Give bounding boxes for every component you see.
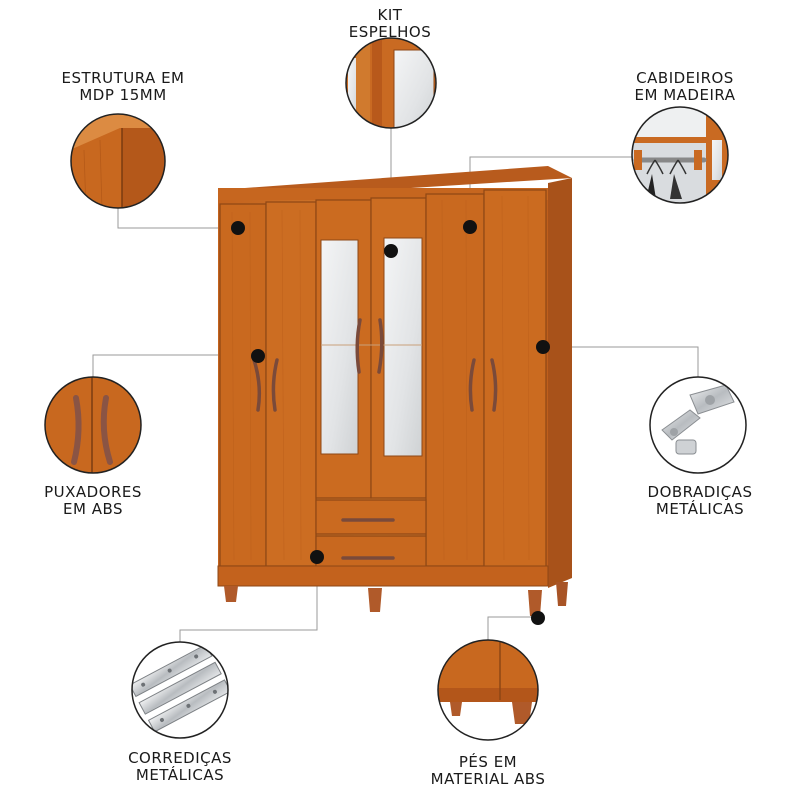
leader-line-estrutura [117, 208, 238, 229]
leader-line-corredicas [179, 558, 318, 642]
label-dobradicas-line1: DOBRADIÇAS [647, 483, 753, 501]
label-puxadores-line1: PUXADORES [44, 483, 142, 501]
furniture-foot-icon [437, 639, 539, 741]
mirror-detail-icon [345, 37, 437, 129]
hinge-icon [649, 376, 747, 474]
marker-dot-puxadores [251, 349, 265, 363]
marker-dot-cabideiros [463, 220, 477, 234]
leader-line-pes [487, 616, 538, 640]
label-puxadores: PUXADORES EM ABS [38, 484, 148, 518]
marker-dots [231, 220, 550, 625]
label-pes: PÉS EM MATERIAL ABS [418, 754, 558, 788]
label-kit-espelhos-line1: KIT [377, 6, 403, 24]
label-kit-espelhos-line2: ESPELHOS [348, 23, 432, 41]
label-puxadores-line2: EM ABS [63, 500, 123, 518]
label-pes-line2: MATERIAL ABS [430, 770, 546, 788]
label-corredicas: CORREDIÇAS METÁLICAS [120, 750, 240, 784]
label-estrutura-line1: ESTRUTURA EM [61, 69, 185, 87]
marker-dot-pes [531, 611, 545, 625]
clothes-rail-icon [631, 106, 729, 204]
label-estrutura: ESTRUTURA EM MDP 15MM [58, 70, 188, 104]
marker-dot-dobradicas [536, 340, 550, 354]
label-dobradicas-line2: METÁLICAS [655, 500, 745, 518]
leader-line-puxadores [92, 354, 258, 377]
label-dobradicas: DOBRADIÇAS METÁLICAS [640, 484, 760, 518]
label-cabideiros: CABIDEIROS EM MADEIRA [620, 70, 750, 104]
label-cabideiros-line2: EM MADEIRA [634, 86, 736, 104]
leader-line-dobradicas [543, 346, 699, 377]
drawer-slide-icon [131, 641, 229, 739]
marker-dot-corredicas [310, 550, 324, 564]
leader-lines [92, 128, 699, 642]
label-corredicas-line1: CORREDIÇAS [128, 749, 232, 767]
label-cabideiros-line1: CABIDEIROS [636, 69, 734, 87]
marker-dot-estrutura [231, 221, 245, 235]
label-estrutura-line2: MDP 15MM [79, 86, 167, 104]
wardrobe [217, 166, 572, 616]
marker-dot-kit [384, 244, 398, 258]
label-pes-line1: PÉS EM [458, 753, 518, 771]
handles-icon [44, 376, 142, 474]
label-corredicas-line2: METÁLICAS [135, 766, 225, 784]
panel-edge-icon [70, 113, 166, 209]
label-kit-espelhos: KIT ESPELHOS [340, 7, 440, 41]
